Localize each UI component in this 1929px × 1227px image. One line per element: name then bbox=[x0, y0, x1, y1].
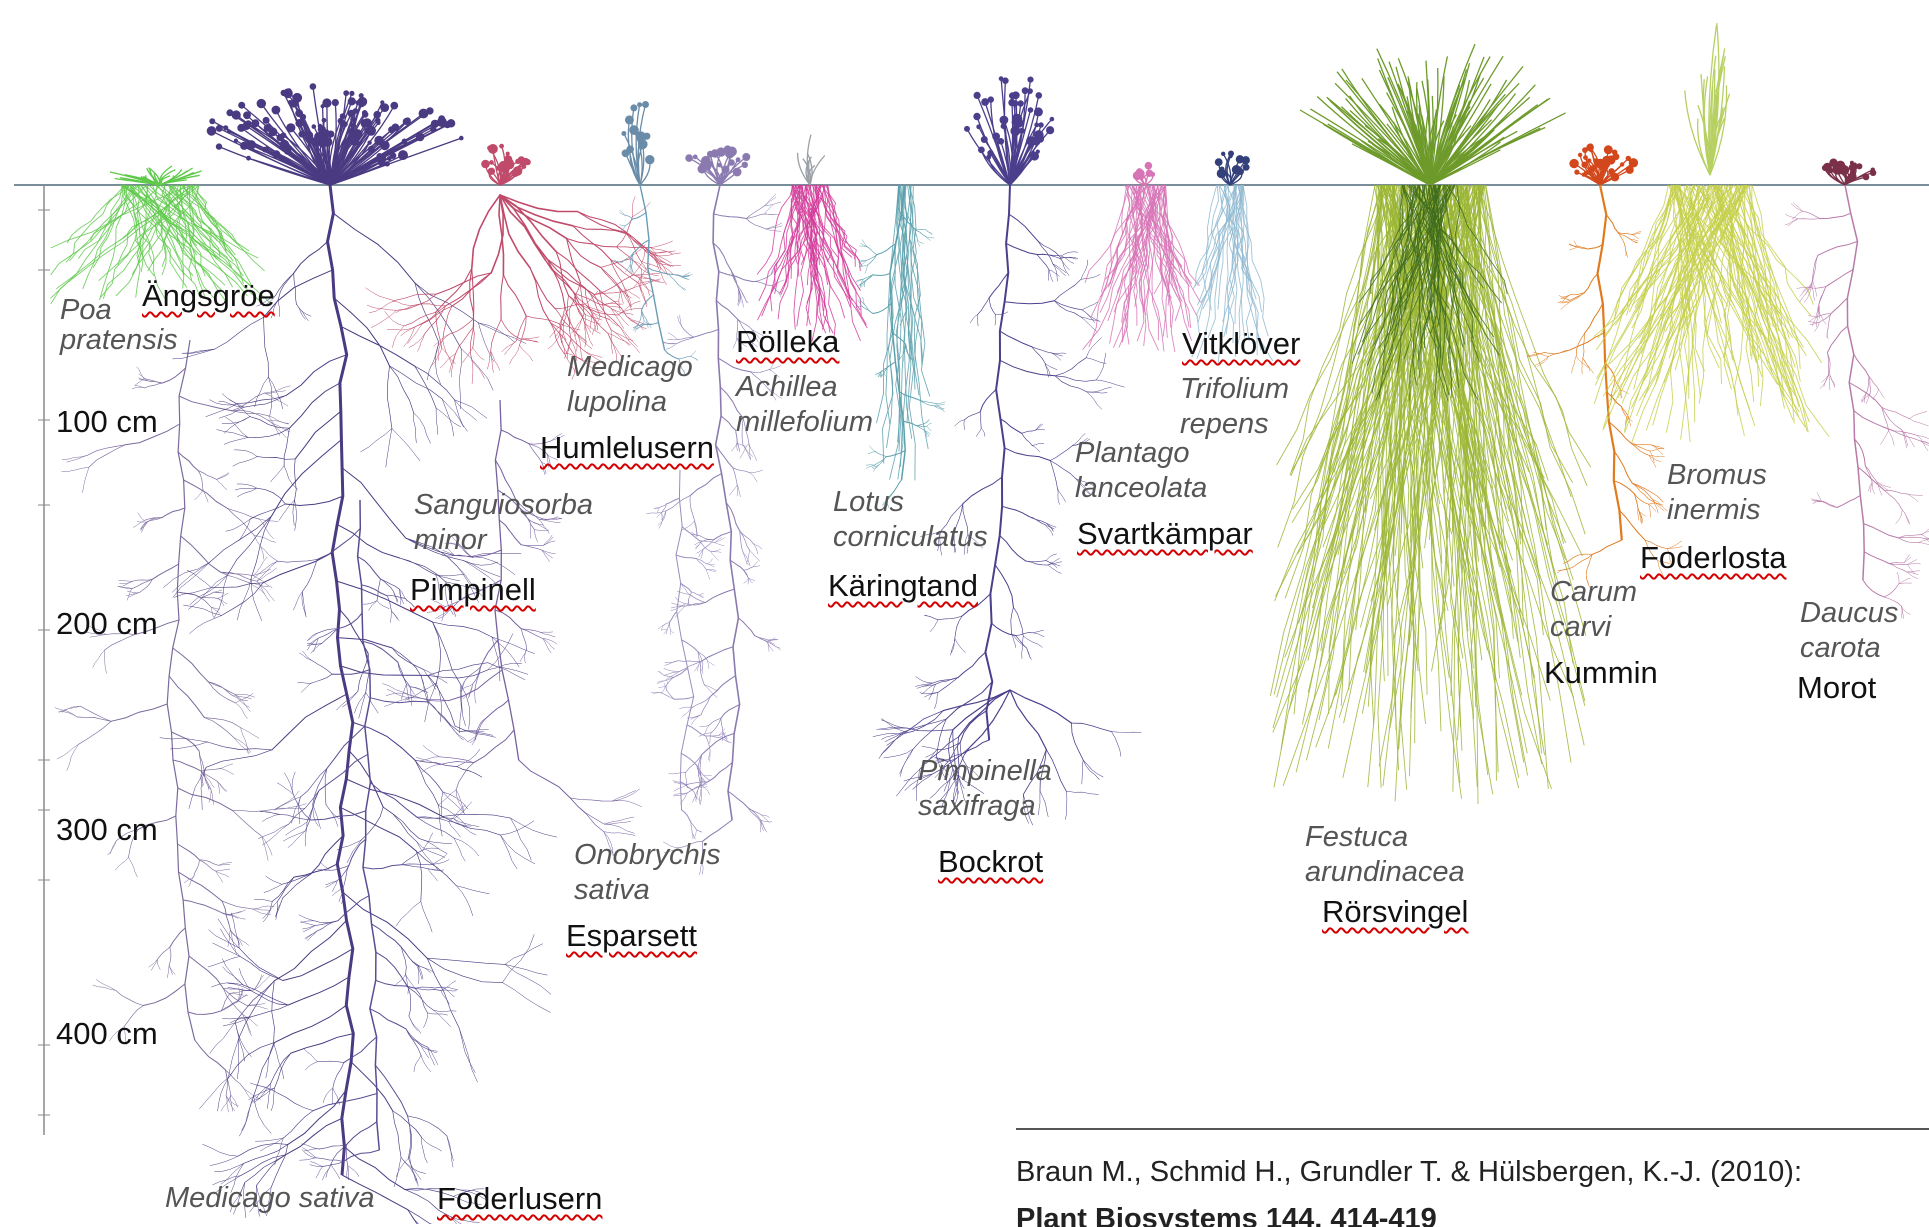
latin-label-festuca: Festuca arundinacea bbox=[1305, 820, 1465, 890]
citation: Braun M., Schmid H., Grundler T. & Hülsb… bbox=[1016, 1128, 1929, 1227]
swedish-label-carum: Kummin bbox=[1544, 657, 1658, 690]
roots-lotus bbox=[856, 185, 945, 508]
latin-label-plantago: Plantago lanceolata bbox=[1075, 436, 1207, 506]
roots-bromus bbox=[1594, 23, 1830, 443]
latin-label-bromus: Bromus inermis bbox=[1667, 458, 1767, 528]
roots-festuca bbox=[1270, 44, 1590, 804]
swedish-label-achillea: Rölleka bbox=[736, 326, 839, 359]
swedish-label-lotus: Käringtand bbox=[828, 570, 978, 603]
latin-label-lotus: Lotus corniculatus bbox=[833, 485, 988, 555]
roots-onobrychis bbox=[647, 145, 784, 875]
latin-label-daucus: Daucus carota bbox=[1800, 596, 1898, 666]
roots-daucus bbox=[1785, 159, 1929, 619]
depth-label-200: 200 cm bbox=[56, 608, 158, 641]
swedish-label-sanguisorba: Pimpinell bbox=[410, 574, 536, 607]
swedish-label-plantago: Svartkämpar bbox=[1077, 518, 1253, 551]
swedish-label-medicago-lupolina: Humlelusern bbox=[540, 432, 714, 465]
swedish-label-onobrychis: Esparsett bbox=[566, 920, 697, 953]
swedish-label-poa: Ängsgröe bbox=[142, 280, 275, 313]
depth-label-100: 100 cm bbox=[56, 406, 158, 439]
depth-label-400: 400 cm bbox=[56, 1018, 158, 1051]
citation-authors: Braun M., Schmid H., Grundler T. & Hülsb… bbox=[1016, 1156, 1929, 1189]
swedish-label-trifolium: Vitklöver bbox=[1182, 328, 1300, 361]
roots-achillea bbox=[757, 135, 867, 344]
swedish-label-daucus: Morot bbox=[1797, 672, 1876, 705]
latin-label-pimpinella: Pimpinella saxifraga bbox=[918, 754, 1052, 824]
swedish-label-festuca: Rörsvingel bbox=[1322, 896, 1468, 929]
depth-label-300: 300 cm bbox=[56, 814, 158, 847]
latin-label-trifolium: Trifolium repens bbox=[1180, 372, 1289, 442]
roots-plantago bbox=[1083, 162, 1201, 352]
citation-divider bbox=[1016, 1128, 1929, 1130]
latin-label-sanguisorba: Sanguiosorba minor bbox=[414, 488, 593, 558]
latin-label-onobrychis: Onobrychis sativa bbox=[574, 838, 721, 908]
latin-label-medicago-lupolina: Medicago lupolina bbox=[567, 350, 693, 420]
swedish-label-medicago-sativa: Foderlusern bbox=[437, 1183, 602, 1216]
latin-label-medicago-sativa: Medicago sativa bbox=[165, 1183, 375, 1213]
citation-journal: Plant Biosystems 144, 414-419 bbox=[1016, 1203, 1929, 1227]
swedish-label-bromus: Foderlosta bbox=[1640, 542, 1786, 575]
latin-label-carum: Carum carvi bbox=[1550, 575, 1637, 645]
swedish-label-pimpinella: Bockrot bbox=[938, 846, 1043, 879]
latin-label-achillea: Achillea millefolium bbox=[736, 370, 873, 440]
roots-medicago-lupolina bbox=[614, 101, 698, 375]
